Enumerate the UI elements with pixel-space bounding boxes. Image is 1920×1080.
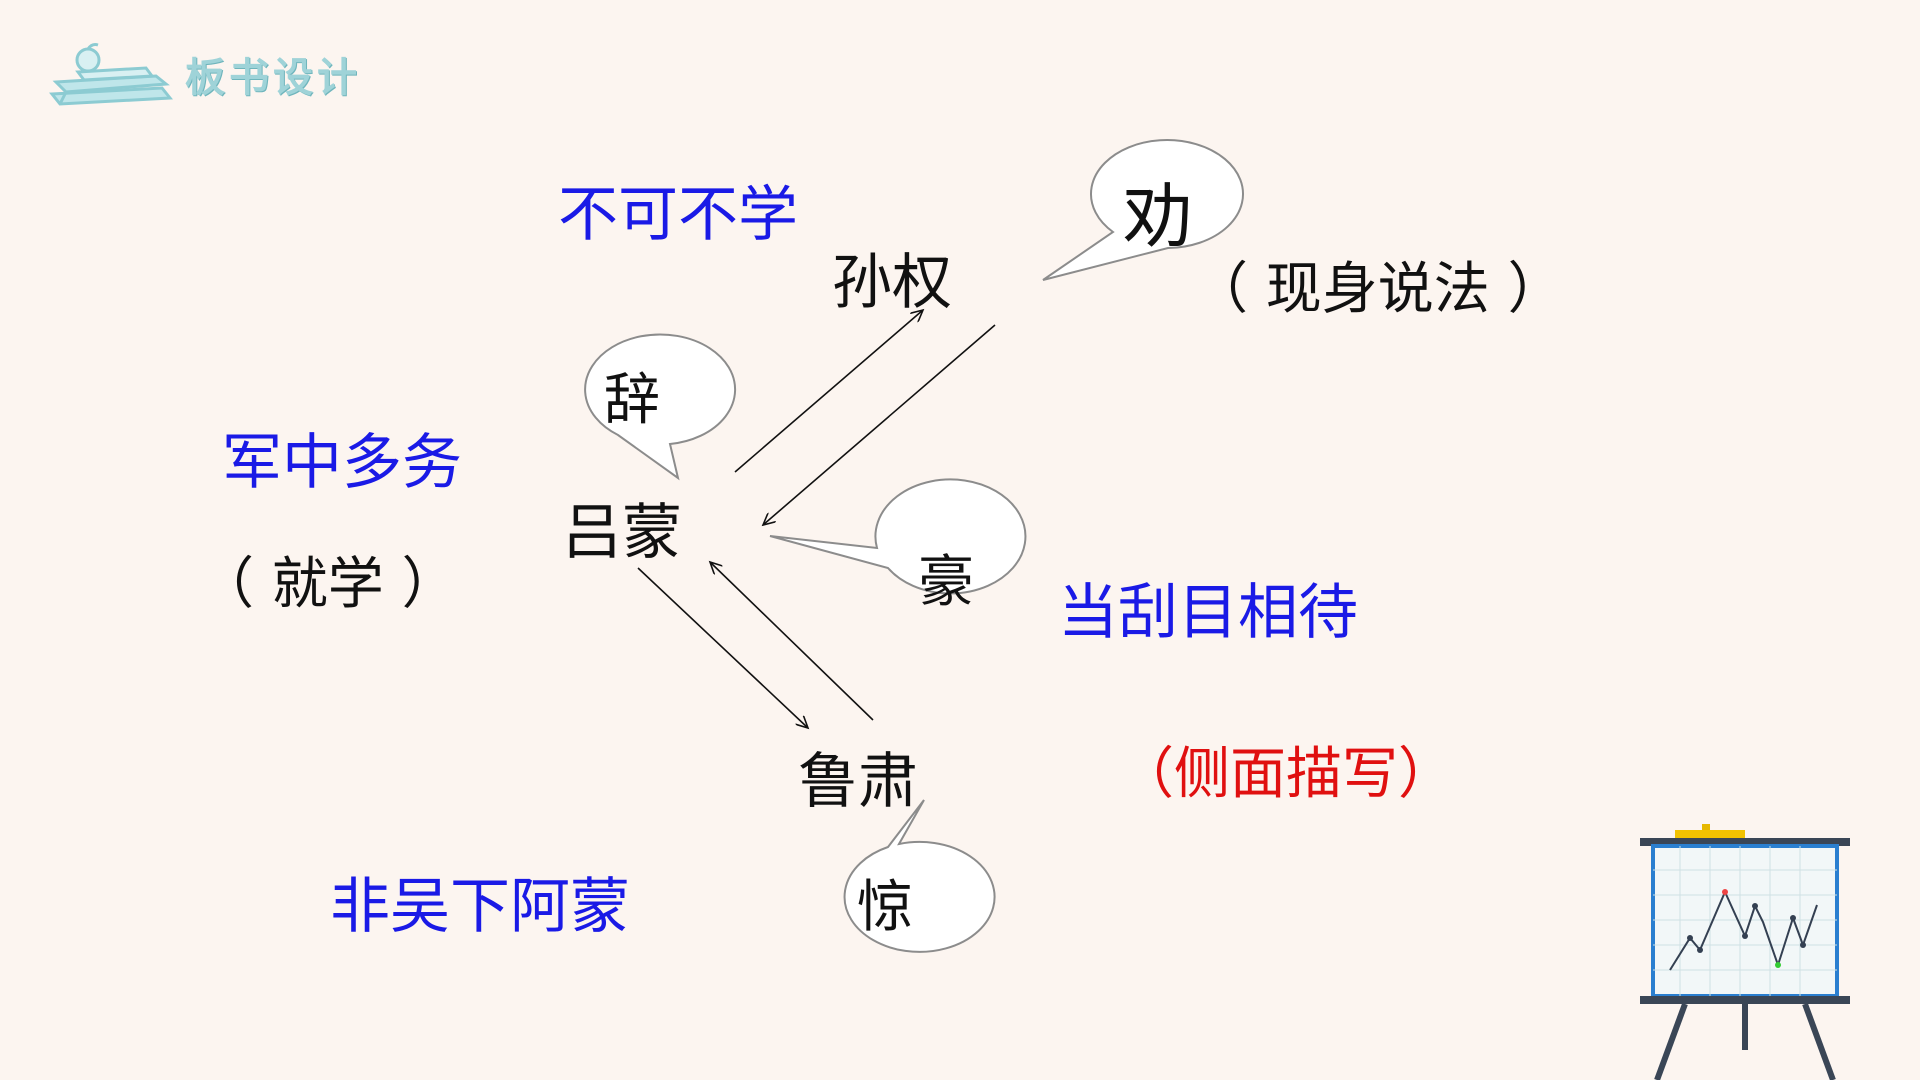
header-title: 板书设计	[185, 55, 361, 101]
name-lvmeng: 吕蒙	[562, 498, 682, 568]
bubble-ci-text: 辞	[604, 368, 660, 433]
bubble-hao-text: 豪	[918, 550, 974, 615]
note-jiuxue: （ 就学 ）	[198, 552, 458, 617]
phrase-junzhong: 军中多务	[222, 428, 462, 498]
bubble-quan-shape	[1042, 139, 1244, 281]
chart-easel-icon	[1640, 824, 1850, 1080]
phrase-dangguamu: 当刮目相待	[1058, 578, 1358, 648]
bubble-jing-text: 惊	[857, 875, 913, 940]
note-xianshen: （ 现身说法 ）	[1192, 257, 1564, 322]
arrow-sunquan-to-lvmeng	[763, 324, 996, 525]
bubble-ci-shape	[584, 333, 737, 481]
phrase-feiwuxia: 非吴下阿蒙	[330, 872, 630, 942]
phrase-bukebuxue: 不可不学	[558, 180, 798, 250]
name-sunquan: 孙权	[832, 248, 952, 318]
bubble-quan-text: 劝	[1123, 176, 1193, 258]
arrow-lusu-to-lvmeng	[710, 562, 874, 721]
note-cemian: （侧面描写）	[1118, 742, 1454, 807]
books-apple-icon	[49, 43, 173, 106]
arrow-lvmeng-to-sunquan	[734, 310, 923, 473]
bubble-hao-shape	[769, 478, 1027, 595]
arrow-lvmeng-to-lusu	[637, 567, 808, 728]
name-lusu: 鲁肃	[798, 747, 918, 817]
bubble-jing-shape	[843, 799, 996, 953]
